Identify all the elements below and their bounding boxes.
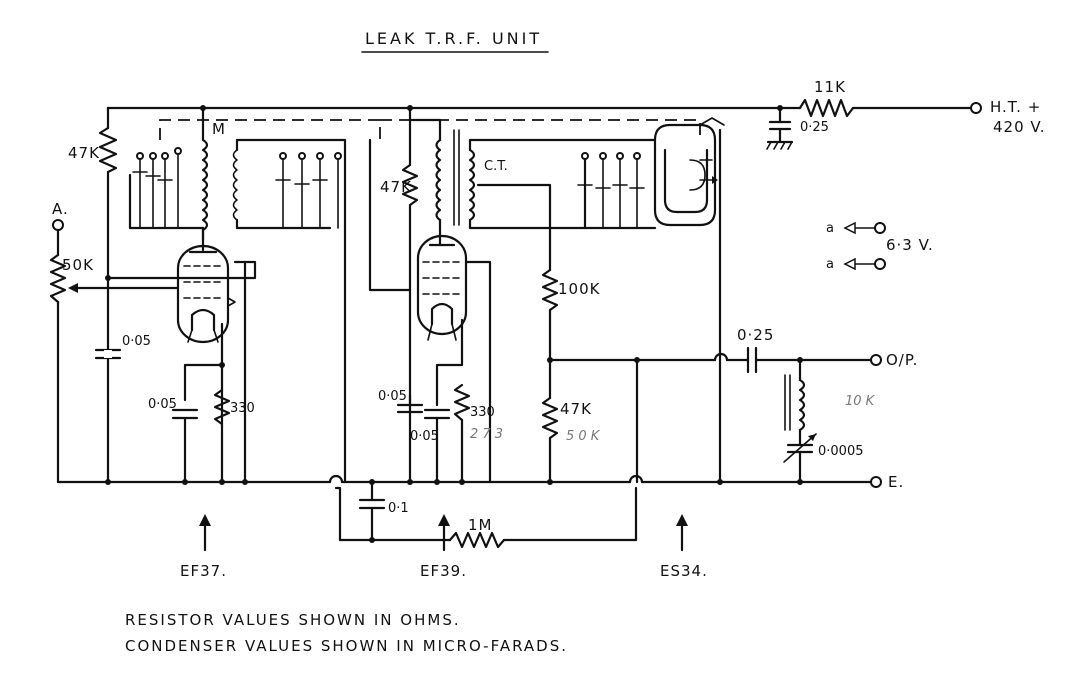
- c-00005-label: 0·0005: [818, 444, 864, 459]
- c-025-out-label: 0·25: [737, 326, 774, 344]
- c-025-ht: [766, 106, 794, 150]
- pot-50k: [49, 228, 180, 484]
- aerial-label: A.: [52, 200, 69, 218]
- aerial-input-terminal[interactable]: [52, 219, 64, 231]
- coil-m-label: M: [212, 120, 226, 138]
- r-47k-left-label: 47K: [68, 144, 100, 162]
- heater-voltage-label: 6·3 V.: [886, 236, 934, 254]
- bandswitch-mid: [275, 152, 342, 229]
- valve-es34: [653, 117, 725, 484]
- r-47k-mid: [401, 106, 419, 484]
- r-47k-right-label: 47K: [560, 400, 592, 418]
- ganged-tuning-line-2: [380, 119, 701, 135]
- note-condensers: CONDENSER VALUES SHOWN IN MICRO-FARADS.: [125, 637, 568, 655]
- coil-ct: [408, 118, 657, 247]
- interstage-grid-feed: [368, 138, 412, 292]
- r-100k: [541, 226, 559, 484]
- valve-pointers: [199, 514, 688, 552]
- ht-terminal[interactable]: [970, 102, 982, 114]
- r-1m-label: 1M: [468, 516, 493, 534]
- svg-text:a: a: [826, 221, 834, 236]
- output-terminal[interactable]: [870, 354, 882, 366]
- c-025-out: [746, 346, 882, 374]
- pencil-note-tone: 10 K: [845, 394, 876, 409]
- r-47k-mid-label: 47K: [380, 178, 412, 196]
- r-330-ef39-label: 330: [470, 405, 495, 420]
- diagram-title: LEAK T.R.F. UNIT: [365, 29, 542, 48]
- ef39-cathode: [396, 318, 471, 484]
- ganged-tuning-line: [159, 119, 381, 140]
- r-100k-label: 100K: [558, 280, 601, 298]
- r-11k-label: 11K: [814, 78, 846, 96]
- heater-terminal-2[interactable]: [874, 258, 886, 270]
- ht-label: H.T. +: [990, 98, 1041, 116]
- r-330-ef37-label: 330: [230, 401, 255, 416]
- bandswitch-left: [128, 147, 205, 230]
- heater-terminals: a a: [826, 221, 886, 272]
- valve-es34-label: ES34.: [660, 562, 708, 580]
- svg-text:a: a: [826, 257, 834, 272]
- pot-50k-label: 50K: [62, 256, 94, 274]
- earth-label: E.: [888, 473, 904, 491]
- output-label: O/P.: [886, 351, 918, 369]
- valve-ef37-label: EF37.: [180, 562, 227, 580]
- c-005-ef39-a-label: 0·05: [378, 389, 407, 404]
- c-005-left-label: 0·05: [122, 334, 151, 349]
- pencil-note-330: 2 7 3: [470, 427, 503, 442]
- ef37-cathode: [171, 260, 247, 484]
- c-005-ef37-label: 0·05: [148, 397, 177, 412]
- note-resistors: RESISTOR VALUES SHOWN IN OHMS.: [125, 611, 461, 629]
- c-025-ht-label: 0·25: [800, 120, 829, 135]
- coil-m-primary: [201, 106, 209, 242]
- coil-m-secondary: [232, 138, 347, 484]
- earth-rail: [56, 474, 882, 488]
- agc-loop: [334, 480, 638, 549]
- ht-rail: [106, 98, 982, 118]
- c-005-ef39-b-label: 0·05: [410, 429, 439, 444]
- tone-filter: [783, 358, 817, 484]
- bandswitch-right: [577, 152, 645, 230]
- ef37-screen-feed: [106, 260, 257, 280]
- ht-voltage-label: 420 V.: [993, 118, 1046, 136]
- coil-ct-label: C.T.: [484, 159, 508, 174]
- valve-ef39-label: EF39.: [420, 562, 467, 580]
- earth-terminal[interactable]: [870, 476, 882, 488]
- valve-ef37: [176, 226, 236, 484]
- r-47k-left: [98, 106, 118, 484]
- pencil-note-47k: 5 0 K: [566, 429, 601, 444]
- c-01-label: 0·1: [388, 501, 409, 516]
- valve-ef39: [416, 234, 492, 484]
- heater-terminal-1[interactable]: [874, 222, 886, 234]
